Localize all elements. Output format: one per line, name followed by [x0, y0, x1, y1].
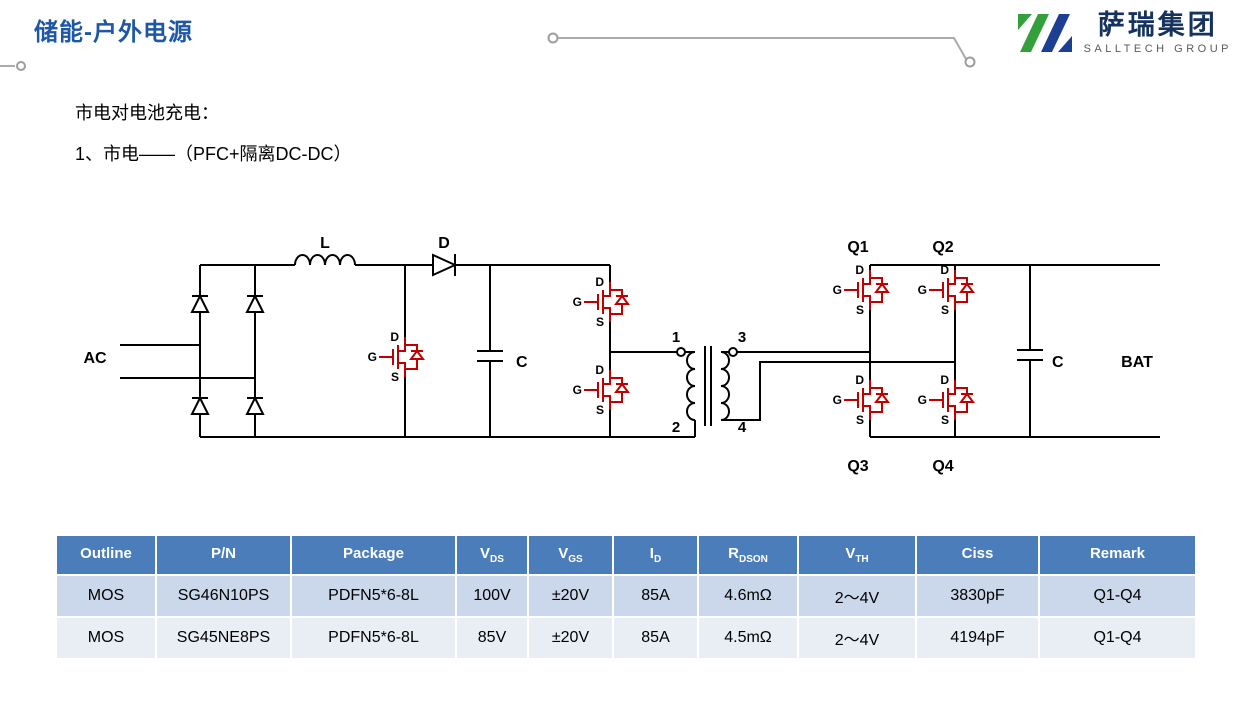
table-cell: Q1-Q4 — [1038, 616, 1197, 660]
q3-label: Q3 — [847, 458, 868, 475]
battery-label: BAT — [1121, 354, 1153, 371]
mosfet-spec-table: Outline P/N Package VDS VGS ID RDSON VTH… — [55, 534, 1197, 660]
deco-node-right — [964, 56, 976, 68]
header-sub: DS — [490, 554, 504, 565]
intro-line-2: 1、市电——（PFC+隔离DC-DC） — [75, 144, 352, 164]
deco-node-left — [16, 61, 26, 71]
table-cell: 2～4V — [797, 616, 917, 660]
column-header-vth: VTH — [797, 534, 917, 576]
table-cell: ±20V — [527, 574, 614, 618]
circuit-wiring — [120, 264, 1160, 438]
company-name-cn: 萨瑞集团 — [1097, 10, 1218, 41]
circuit-schematic: D G S — [83, 235, 1160, 475]
boost-diode — [432, 253, 458, 277]
transformer-terminal-dot — [728, 347, 738, 357]
header-text: P/N — [210, 545, 236, 562]
header-text: I — [649, 545, 654, 562]
table-cell: 4.6mΩ — [697, 574, 799, 618]
header-text: Outline — [80, 545, 132, 562]
header-text: Ciss — [961, 545, 994, 562]
column-header-ciss: Ciss — [915, 534, 1040, 576]
xfmr-pin3-label: 3 — [738, 329, 746, 346]
column-header-rdson: RDSON — [697, 534, 799, 576]
column-header-remark: Remark — [1038, 534, 1197, 576]
company-logo: 萨瑞集团 SALLTECH GROUP — [1016, 10, 1232, 56]
q4-label: Q4 — [932, 458, 953, 475]
company-logo-text: 萨瑞集团 SALLTECH GROUP — [1083, 10, 1232, 55]
inductor — [294, 254, 356, 266]
table-cell: 3830pF — [915, 574, 1040, 618]
header-text: R — [728, 545, 739, 562]
table-cell: Q1-Q4 — [1038, 574, 1197, 618]
transformer-terminal-dot — [676, 347, 686, 357]
halfbridge-low-mosfet — [571, 362, 629, 418]
table-cell: PDFN5*6-8L — [290, 574, 457, 618]
table-header-row: Outline P/N Package VDS VGS ID RDSON VTH… — [55, 534, 1197, 576]
table-cell: 4194pF — [915, 616, 1040, 660]
mosfet-q2 — [916, 262, 974, 318]
table-cell: 85A — [612, 616, 699, 660]
out-cap-label: C — [1052, 354, 1064, 371]
bus-cap-label: C — [516, 354, 528, 371]
table-cell: 85V — [455, 616, 529, 660]
table-row: MOS SG46N10PS PDFN5*6-8L 100V ±20V 85A 4… — [55, 574, 1197, 618]
header-sub: DSON — [738, 554, 768, 565]
column-header-vgs: VGS — [527, 534, 614, 576]
mosfet-q4 — [916, 372, 974, 428]
column-header-package: Package — [290, 534, 457, 576]
deco-node-mid — [547, 32, 559, 44]
halfbridge-high-mosfet — [571, 274, 629, 330]
table-cell: 85A — [612, 574, 699, 618]
q2-label: Q2 — [932, 239, 953, 256]
header-sub: TH — [855, 554, 869, 565]
table-cell: MOS — [55, 574, 157, 618]
header-sub: GS — [568, 554, 583, 565]
header-text: V — [845, 545, 856, 562]
xfmr-pin2-label: 2 — [672, 419, 680, 436]
company-name-en: SALLTECH GROUP — [1083, 42, 1232, 55]
ac-label: AC — [83, 350, 107, 367]
xfmr-pin4-label: 4 — [738, 419, 747, 436]
column-header-vds: VDS — [455, 534, 529, 576]
table-cell: 100V — [455, 574, 529, 618]
column-header-id: ID — [612, 534, 699, 576]
table-row: MOS SG45NE8PS PDFN5*6-8L 85V ±20V 85A 4.… — [55, 616, 1197, 660]
table-cell: SG45NE8PS — [155, 616, 292, 660]
table-cell: 4.5mΩ — [697, 616, 799, 660]
table-cell: 2～4V — [797, 574, 917, 618]
table-cell: SG46N10PS — [155, 574, 292, 618]
column-header-outline: Outline — [55, 534, 157, 576]
company-logo-icon — [1017, 14, 1072, 52]
q1-label: Q1 — [847, 239, 868, 256]
header-text: Package — [343, 545, 404, 562]
mosfet-q3 — [831, 372, 889, 428]
pfc-mosfet — [366, 329, 424, 385]
header-text: V — [480, 545, 491, 562]
header-text: Remark — [1089, 545, 1146, 562]
column-header-pn: P/N — [155, 534, 292, 576]
table-cell: PDFN5*6-8L — [290, 616, 457, 660]
transformer — [676, 346, 738, 426]
table-cell: MOS — [55, 616, 157, 660]
header-text: V — [558, 545, 569, 562]
intro-line-1: 市电对电池充电： — [75, 103, 219, 123]
bridge-rectifier — [190, 293, 265, 415]
output-capacitor — [1017, 349, 1043, 361]
xfmr-pin1-label: 1 — [672, 329, 680, 346]
inductor-label: L — [320, 235, 330, 252]
boost-diode-label: D — [438, 235, 450, 252]
mosfet-q1 — [831, 262, 889, 318]
table-cell: ±20V — [527, 616, 614, 660]
page-title: 储能-户外电源 — [34, 19, 193, 46]
deco-line-main — [558, 37, 967, 60]
bus-capacitor — [477, 350, 503, 362]
header-sub: D — [653, 554, 662, 565]
